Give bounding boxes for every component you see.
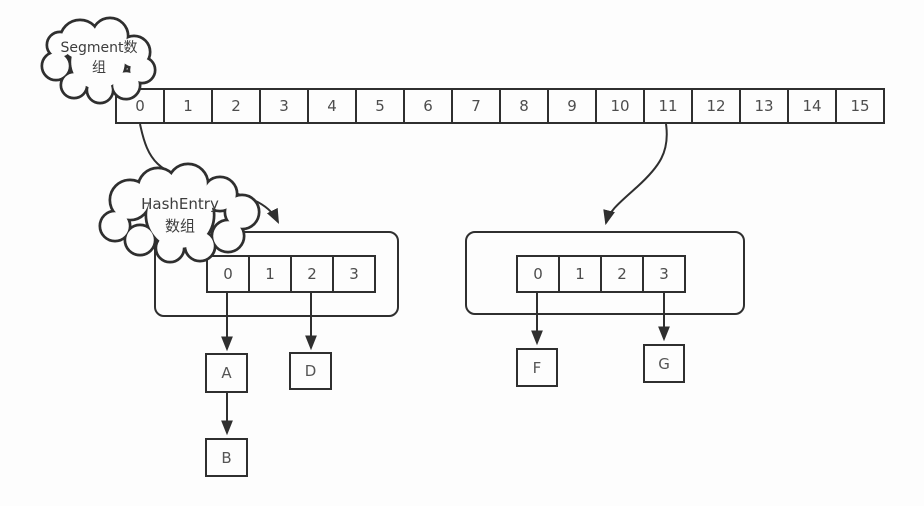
segment-cell-1: 1 [163,88,213,124]
edge-segment11-to-right-table [603,123,668,226]
segment-cell-10: 10 [595,88,645,124]
hashentry-array-left: 0 1 2 3 [206,255,376,293]
segment-cell-5: 5 [355,88,405,124]
segment-cell-14: 14 [787,88,837,124]
hashentry-table-left [154,231,399,317]
segment-cell-4: 4 [307,88,357,124]
hashentry-array-right: 0 1 2 3 [516,255,686,293]
left-bucket-cell-3: 3 [332,255,376,293]
segment-cell-0: 0 [115,88,165,124]
segment-cell-9: 9 [547,88,597,124]
node-f: F [516,348,558,387]
segment-cell-2: 2 [211,88,261,124]
segment-cell-12: 12 [691,88,741,124]
segment-cell-15: 15 [835,88,885,124]
segment-cell-3: 3 [259,88,309,124]
right-bucket-cell-2: 2 [600,255,644,293]
left-bucket-cell-2: 2 [290,255,334,293]
left-bucket-cell-1: 1 [248,255,292,293]
right-bucket-cell-3: 3 [642,255,686,293]
node-g: G [643,344,685,383]
node-a: A [205,353,248,393]
hashentry-cloud-label: HashEntry数组 [141,195,219,235]
left-bucket-cell-0: 0 [206,255,250,293]
segment-cell-7: 7 [451,88,501,124]
segment-cell-8: 8 [499,88,549,124]
segment-cell-11: 11 [643,88,693,124]
right-bucket-cell-0: 0 [516,255,560,293]
node-d: D [289,352,332,390]
right-bucket-cell-1: 1 [558,255,602,293]
segment-array: 0 1 2 3 4 5 6 7 8 9 10 11 12 13 14 15 [115,88,885,124]
segment-cloud-label: Segment数组 [60,40,138,77]
segment-cell-6: 6 [403,88,453,124]
hashentry-table-right [465,231,745,315]
node-b: B [205,438,248,477]
segment-cell-13: 13 [739,88,789,124]
